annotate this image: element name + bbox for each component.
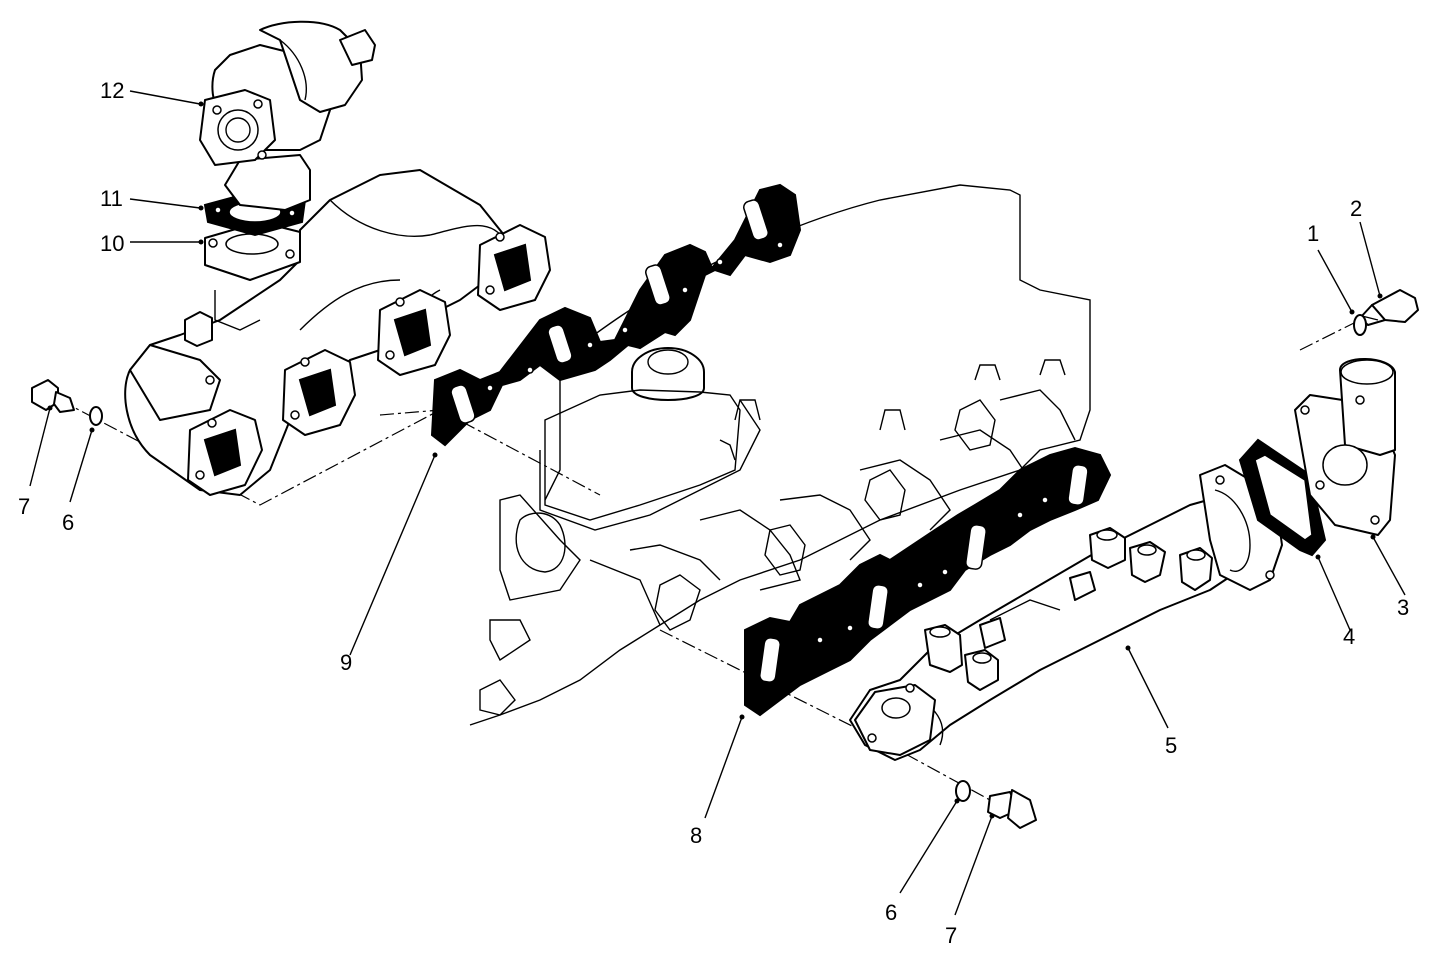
callout-12: 12 (100, 78, 125, 103)
callout-4: 4 (1343, 624, 1356, 649)
oil-filler-cap (631, 347, 705, 401)
turbocharger-part-12 (199, 20, 376, 211)
callout-1: 1 (1307, 221, 1320, 246)
bolt-part-2 (1359, 289, 1419, 326)
callout-9: 9 (340, 650, 353, 675)
callout-6-left: 6 (62, 510, 75, 535)
manifold-gasket-part-8 (744, 446, 1112, 717)
exhaust-elbow-part-3 (1294, 358, 1396, 536)
bolt-part-7-left (31, 379, 75, 413)
callout-11: 11 (100, 186, 123, 211)
manifold-port-flange-4 (477, 224, 551, 311)
washer-part-6-left (89, 406, 103, 426)
leader-lines (29, 90, 1406, 916)
washer-part-1 (1353, 314, 1367, 336)
manifold-port-flange-3 (377, 289, 451, 376)
callout-6-bottom: 6 (885, 900, 898, 925)
manifold-port-flange-1 (187, 409, 263, 496)
callout-2: 2 (1350, 196, 1363, 221)
flange-part-10 (204, 221, 301, 281)
exhaust-manifold-part-5 (849, 497, 1251, 761)
valve-cover (544, 389, 741, 521)
engine-block-outline (469, 184, 1091, 726)
manifold-end-block (129, 311, 221, 421)
callout-8: 8 (690, 823, 703, 848)
callout-7-bottom: 7 (945, 923, 958, 948)
manifold-gasket-part-9 (430, 183, 802, 447)
callout-5: 5 (1165, 733, 1178, 758)
bolt-part-7-bottom (987, 789, 1037, 829)
callout-3: 3 (1397, 595, 1410, 620)
gasket-part-4 (1238, 438, 1327, 557)
washer-part-6-bottom (955, 780, 971, 802)
callout-7-left: 7 (18, 494, 31, 519)
manifold-port-flange-2 (282, 349, 356, 436)
callout-10: 10 (100, 231, 125, 256)
